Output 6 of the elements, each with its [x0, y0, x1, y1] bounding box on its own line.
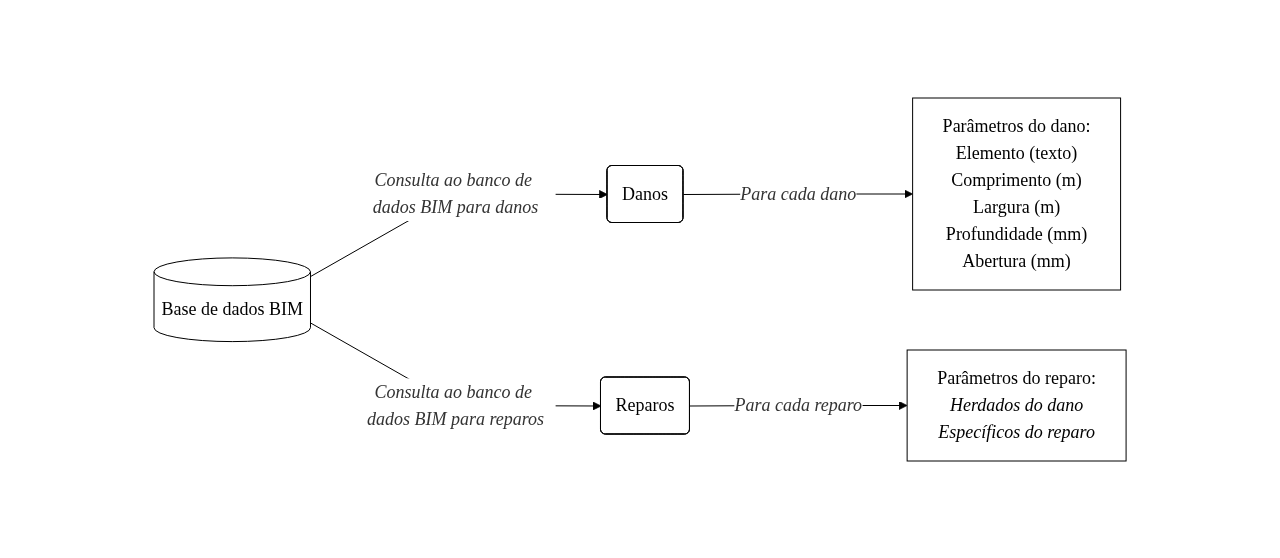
node-box: Parâmetros do dano: Elemento (texto) Comprimento (m) Largura (m) Profundidade (mm) Abertura (mm)	[912, 97, 1122, 290]
edge-label: Para cada dano	[740, 183, 857, 203]
edge-label: Consulta ao banco de dados BIM para danos	[372, 169, 539, 217]
edge-label: Consulta ao banco de dados BIM para reparos	[366, 381, 545, 428]
edge-label: Para cada reparo	[734, 394, 863, 415]
node-box: Parâmetros do reparo: Herdados do dano Específicos do reparo	[906, 349, 1127, 461]
